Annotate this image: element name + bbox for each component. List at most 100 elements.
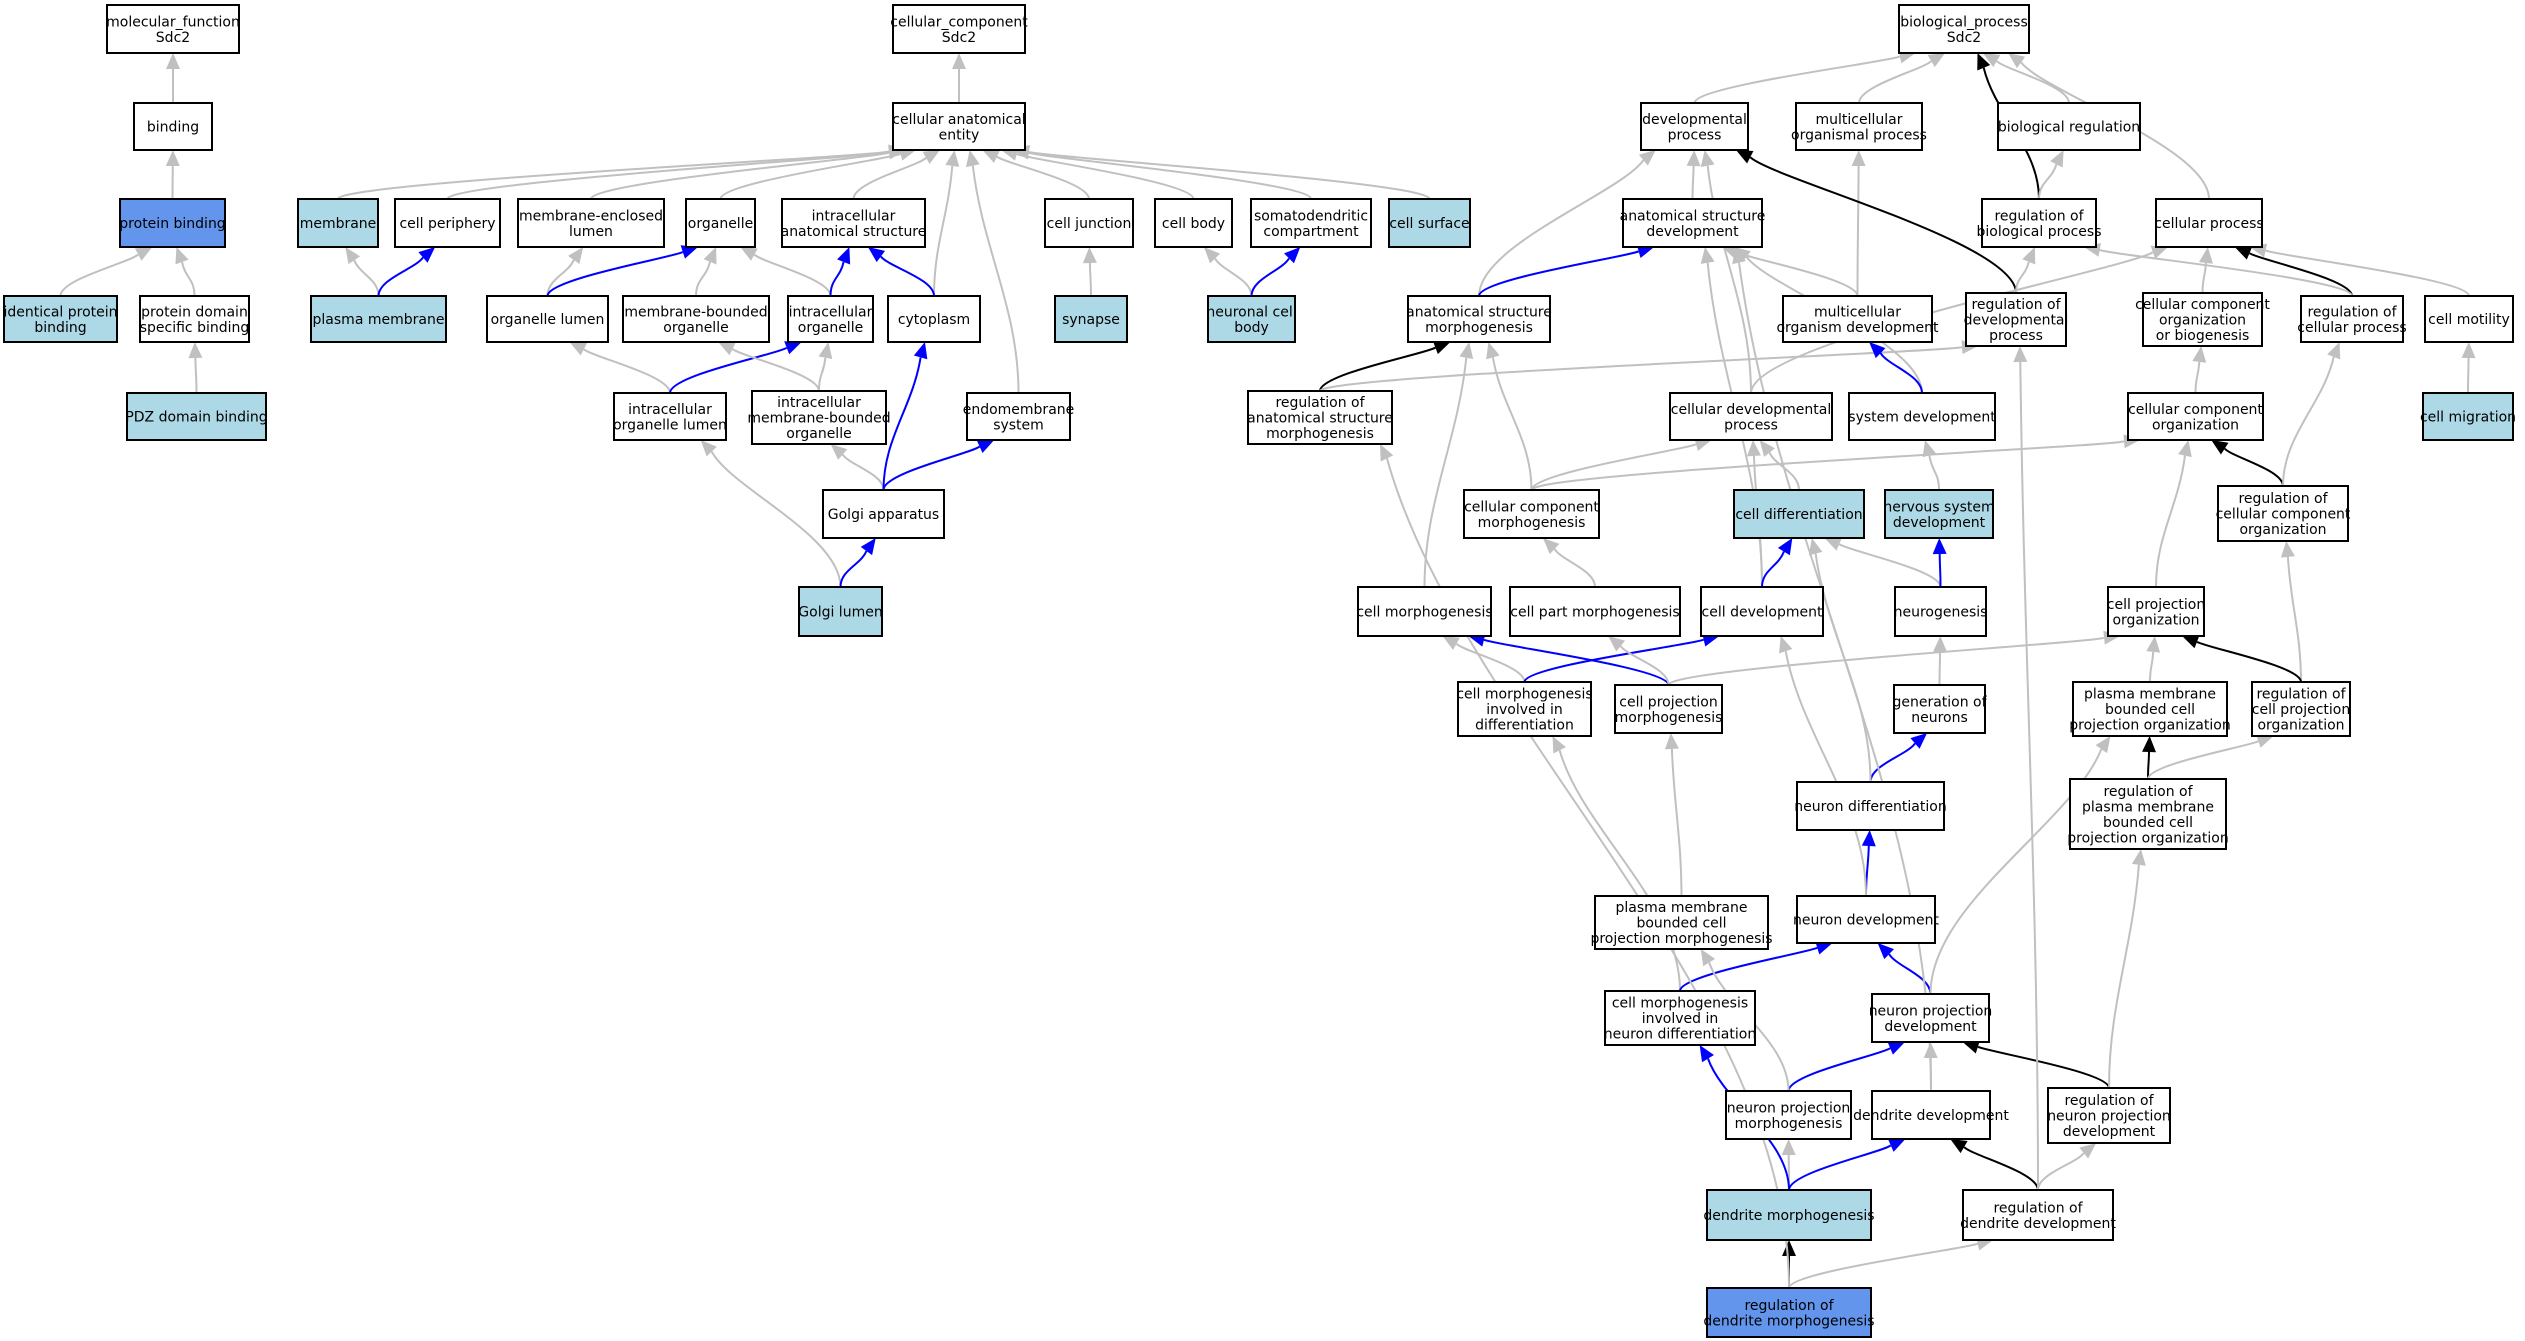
- edge-is-a: [1380, 444, 1790, 1289]
- term-label-line: regulation of: [2307, 304, 2397, 320]
- go-term-cellular-process[interactable]: cellular process: [2154, 198, 2264, 248]
- go-term-organelle[interactable]: organelle: [685, 198, 756, 248]
- term-label-line: development: [1893, 515, 1986, 531]
- term-label-line: cellular developmental: [1671, 402, 1831, 418]
- edge-is-a: [1788, 1236, 1994, 1289]
- go-term-plasma-membrane[interactable]: plasma membrane: [310, 295, 447, 343]
- go-term-cell-periphery[interactable]: cell periphery: [394, 198, 501, 248]
- go-term-binding[interactable]: binding: [133, 102, 213, 151]
- term-label-line: biological regulation: [1998, 120, 2140, 136]
- term-label-line: organization: [2152, 417, 2239, 433]
- go-term-cell-part-morphogenesis[interactable]: cell part morphogenesis: [1509, 586, 1681, 637]
- term-label-line: organelle lumen: [491, 312, 605, 328]
- term-label-line: intracellular: [789, 304, 873, 320]
- term-label-line: regulation of: [1744, 1298, 1834, 1314]
- edge-is-a: [2013, 346, 2039, 1191]
- go-term-cytoplasm[interactable]: cytoplasm: [887, 295, 981, 343]
- edge-is-a: [1664, 733, 1683, 897]
- go-term-synapse[interactable]: synapse: [1054, 295, 1128, 343]
- go-term-cell-body[interactable]: cell body: [1154, 198, 1233, 248]
- term-label-line: organism development: [1776, 320, 1939, 336]
- go-term-organelle-lumen[interactable]: organelle lumen: [486, 295, 609, 343]
- term-label-line: cellular anatomical: [892, 112, 1025, 128]
- go-term-cell-junction[interactable]: cell junction: [1044, 198, 1134, 248]
- go-term-cell-migration[interactable]: cell migration: [2420, 392, 2516, 441]
- go-term-cell-motility[interactable]: cell motility: [2424, 295, 2514, 343]
- go-term-protein-binding[interactable]: protein binding: [119, 198, 226, 248]
- term-label-line: Golgi apparatus: [828, 507, 939, 523]
- go-term-cell-development[interactable]: cell development: [1700, 586, 1824, 637]
- term-label-line: protein domain: [141, 304, 248, 320]
- go-term-dendrite-development[interactable]: dendrite development: [1853, 1090, 2009, 1140]
- term-label-line: body: [1234, 320, 1269, 336]
- edge-is-a: [1082, 247, 1097, 297]
- term-label-line: cellular component: [2135, 297, 2270, 313]
- go-term-biological-regulation[interactable]: biological regulation: [1997, 102, 2141, 151]
- term-label-line: morphogenesis: [1478, 515, 1586, 531]
- edge-is-a: [2192, 346, 2207, 394]
- edge-is-a: [2199, 247, 2213, 294]
- term-label-line: intracellular: [777, 395, 861, 411]
- go-term-pdz-domain-binding[interactable]: PDZ domain binding: [125, 392, 268, 441]
- term-label-line: morphogenesis: [1615, 710, 1723, 726]
- go-term-cell-morphogenesis[interactable]: cell morphogenesis: [1356, 586, 1493, 637]
- go-term-system-development[interactable]: system development: [1848, 392, 1996, 441]
- go-term-cell-surface[interactable]: cell surface: [1388, 198, 1471, 248]
- edge-is-a: [1933, 636, 1948, 686]
- go-term-golgi-apparatus[interactable]: Golgi apparatus: [822, 489, 945, 539]
- go-term-dendrite-morphogenesis[interactable]: dendrite morphogenesis: [1703, 1189, 1875, 1241]
- edge-is-a: [1001, 147, 1195, 200]
- term-label-line: cell projection: [2252, 702, 2350, 718]
- go-term-neuron-development[interactable]: neuron development: [1793, 895, 1940, 944]
- go-term-golgi-lumen[interactable]: Golgi lumen: [798, 586, 883, 637]
- go-term-cell-differentiation[interactable]: cell differentiation: [1733, 489, 1865, 539]
- go-term-neurogenesis[interactable]: neurogenesis: [1894, 586, 1988, 637]
- go-term-membrane[interactable]: membrane: [297, 198, 379, 248]
- go-term-neuron-differentiation[interactable]: neuron differentiation: [1794, 781, 1947, 831]
